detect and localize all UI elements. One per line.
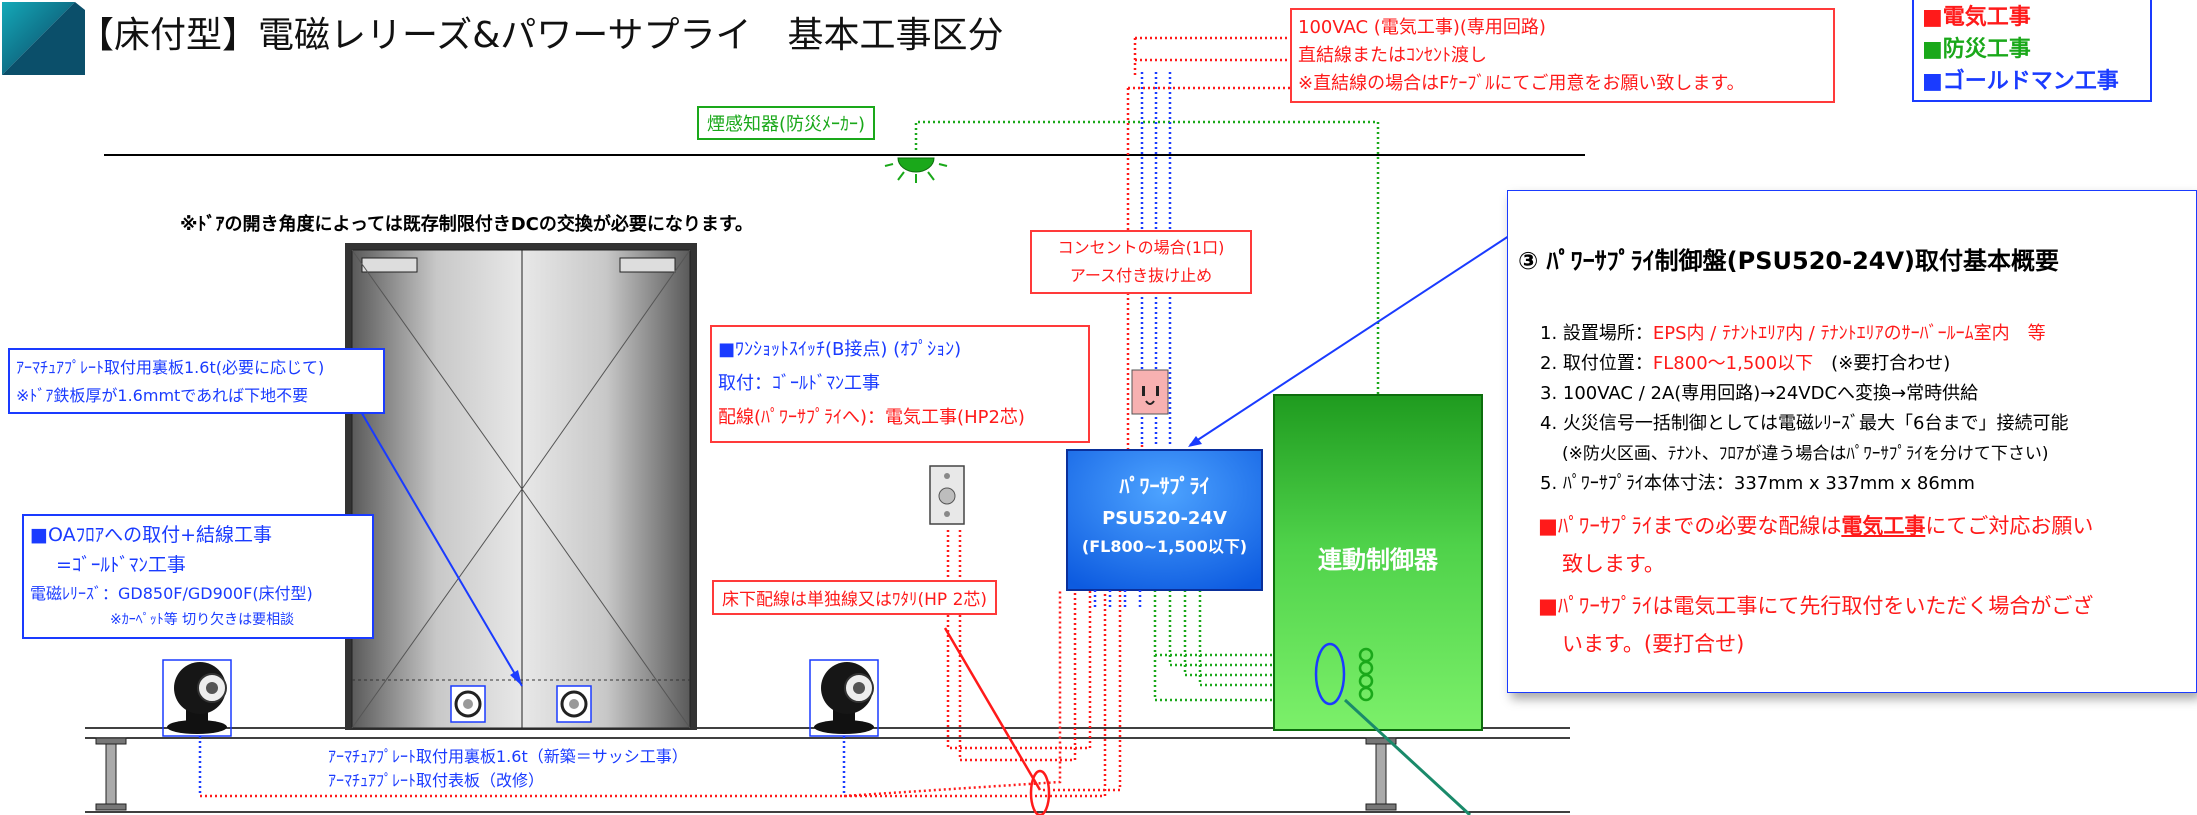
switch-note-line3: 配線(ﾊﾟﾜｰｻﾌﾟﾗｲへ)：電気工事(HP2芯) (718, 407, 1025, 428)
overview-item1: 1. 設置場所：EPS内 / ﾃﾅﾝﾄｴﾘｱ内 / ﾃﾅﾝﾄｴﾘｱのｻｰﾊﾞｰﾙ… (1540, 323, 2046, 344)
power-supply-box (1066, 449, 1263, 610)
armature-plate-right (556, 685, 592, 723)
power-note-line2: 直結線またはｺﾝｾﾝﾄ渡し (1298, 45, 1487, 66)
outlet-note-line2: アース付き抜け止め (1069, 266, 1213, 285)
armature-note-line1: ｱｰﾏﾁｭｱﾌﾟﾚｰﾄ取付用裏板1.6t(必要に応じて) (16, 358, 325, 377)
oa-floor-note-callout: ■OAﾌﾛｱへの取付+結線工事 =ｺﾞｰﾙﾄﾞﾏﾝ工事 電磁ﾚﾘｰｽﾞ：GD85… (22, 514, 374, 639)
power-note-line3: ※直結線の場合はFｹｰﾌﾞﾙにてご用意をお願い致します。 (1298, 73, 1745, 94)
double-door (345, 243, 697, 730)
interlock-controller-box (1273, 394, 1483, 731)
bottom-note-line2: ｱｰﾏﾁｭｱﾌﾟﾚｰﾄ取付表板（改修） (328, 771, 545, 790)
overview-note2: ■ﾊﾟﾜｰｻﾌﾟﾗｲは電気工事にて先行取付をいただく場合がござ (1538, 594, 2094, 618)
psu-label-line2: PSU520-24V (1102, 508, 1227, 529)
overview-list: 1. 設置場所：EPS内 / ﾃﾅﾝﾄｴﾘｱ内 / ﾃﾅﾝﾄｴﾘｱのｻｰﾊﾞｰﾙ… (1540, 319, 2068, 499)
overview-note1-cont: 致します。 (1562, 552, 1665, 576)
outlet-icon (1131, 369, 1169, 415)
smoke-detector-icon (884, 157, 948, 183)
magnetic-release-right (809, 659, 879, 737)
door-note: ※ﾄﾞｱの開き角度によっては既存制限付きDCの交換が必要になります。 (180, 214, 754, 235)
legend-goldman: ■ゴールドマン工事 (1922, 69, 2119, 94)
raised-floor (85, 727, 1570, 813)
oa-note-line3: 電磁ﾚﾘｰｽﾞ：GD850F/GD900F(床付型) (30, 584, 313, 603)
bottom-note-line1: ｱｰﾏﾁｭｱﾌﾟﾚｰﾄ取付用裏板1.6t（新築＝サッシ工事） (328, 747, 688, 766)
floor-wiring-note: 床下配線は単独線又はﾜﾀﾘ(HP 2芯) (712, 580, 998, 615)
armature-note-line2: ※ﾄﾞｱ鉄板厚が1.6mmtであれば下地不要 (16, 386, 309, 405)
controller-label: 連動制御器 (1318, 546, 1438, 574)
overview-notes: ■ﾊﾟﾜｰｻﾌﾟﾗｲまでの必要な配線は電気工事にてご対応お願い 致します。 ■ﾊ… (1538, 507, 2093, 663)
overview-item5: 5. ﾊﾟﾜｰｻﾌﾟﾗｲ本体寸法：337mm x 337mm x 86mm (1540, 473, 1975, 494)
overview-item2: 2. 取付位置：FL800～1,500以下 (※要打合わせ) (1540, 353, 1951, 374)
floor-support-left (95, 737, 127, 811)
psu-label-line3: (FL800~1,500以下) (1081, 537, 1248, 556)
switch-note-line1: ■ﾜﾝｼｮｯﾄｽｲｯﾁ(B接点) (ｵﾌﾟｼｮﾝ) (718, 339, 962, 360)
bottom-note: ｱｰﾏﾁｭｱﾌﾟﾚｰﾄ取付用裏板1.6t（新築＝サッシ工事） ｱｰﾏﾁｭｱﾌﾟﾚ… (328, 745, 688, 793)
outlet-note-callout: コンセントの場合(1口) アース付き抜け止め (1030, 230, 1252, 294)
logo-mark (2, 2, 85, 75)
psu-label: ﾊﾟﾜｰｻﾌﾟﾗｲ PSU520-24V (FL800~1,500以下) (1067, 468, 1262, 560)
oa-note-line2: =ｺﾞｰﾙﾄﾞﾏﾝ工事 (56, 554, 186, 576)
callout-leaders (359, 231, 1516, 815)
overview-panel: ③ ﾊﾟﾜｰｻﾌﾟﾗｲ制御盤(PSU520-24V)取付基本概要 1. 設置場所… (1507, 190, 2197, 693)
overview-note2-cont: います。(要打合せ) (1562, 632, 1745, 656)
oa-note-line1: ■OAﾌﾛｱへの取付+結線工事 (30, 524, 272, 546)
switch-note-line2: 取付：ｺﾞｰﾙﾄﾞﾏﾝ工事 (718, 373, 880, 394)
armature-note-callout: ｱｰﾏﾁｭｱﾌﾟﾚｰﾄ取付用裏板1.6t(必要に応じて) ※ﾄﾞｱ鉄板厚が1.6… (8, 348, 385, 414)
overview-item4: 4. 火災信号一括制御としては電磁ﾚﾘｰｽﾞ最大「6台まで」接続可能 (1540, 413, 2069, 434)
overview-item3: 3. 100VAC / 2A(専用回路)→24VDCへ変換→常時供給 (1540, 383, 1979, 404)
switch-note-callout: ■ﾜﾝｼｮｯﾄｽｲｯﾁ(B接点) (ｵﾌﾟｼｮﾝ) 取付：ｺﾞｰﾙﾄﾞﾏﾝ工事 … (710, 325, 1090, 443)
oa-note-line4: ※ｶｰﾍﾟｯﾄ等 切り欠きは要相談 (110, 612, 295, 628)
overview-note1: ■ﾊﾟﾜｰｻﾌﾟﾗｲまでの必要な配線は電気工事にてご対応お願い (1538, 514, 2094, 538)
psu-label-line1: ﾊﾟﾜｰｻﾌﾟﾗｲ (1119, 474, 1210, 498)
smoke-detector-label: 煙感知器(防災ﾒｰｶｰ) (697, 106, 876, 140)
armature-plate-left (450, 685, 486, 723)
power-note-line1: 100VAC (電気工事)(専用回路) (1298, 17, 1546, 38)
page-title: 【床付型】電磁レリーズ&パワーサプライ 基本工事区分 (78, 15, 1004, 56)
outlet-note-line1: コンセントの場合(1口) (1057, 238, 1225, 257)
magnetic-release-left (162, 659, 232, 737)
overview-heading: ③ ﾊﾟﾜｰｻﾌﾟﾗｲ制御盤(PSU520-24V)取付基本概要 (1518, 247, 2060, 275)
power-note-callout: 100VAC (電気工事)(専用回路) 直結線またはｺﾝｾﾝﾄ渡し ※直結線の場… (1290, 8, 1835, 103)
legend-box: ■電気工事 ■防災工事 ■ゴールドマン工事 (1912, 0, 2152, 102)
one-shot-switch-icon (929, 465, 965, 525)
legend-fire: ■防災工事 (1922, 37, 2031, 62)
overview-item4b: (※防火区画、ﾃﾅﾝﾄ、ﾌﾛｱが違う場合はﾊﾟﾜｰｻﾌﾟﾗｲを分けて下さい) (1562, 444, 2049, 464)
legend-electrical: ■電気工事 (1922, 5, 2031, 30)
floor-support-right (1365, 737, 1397, 811)
